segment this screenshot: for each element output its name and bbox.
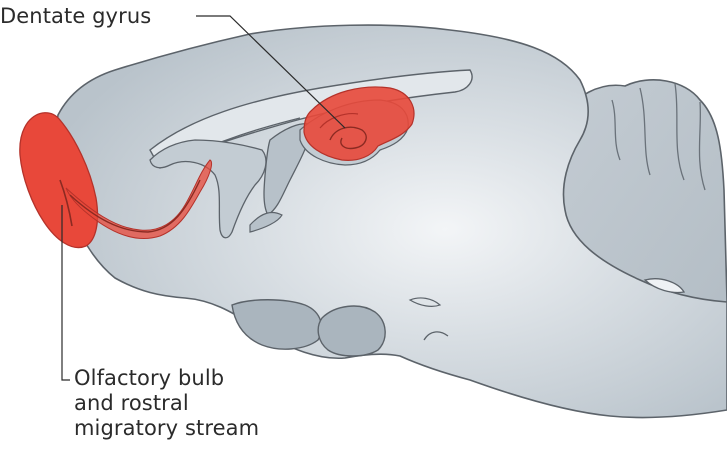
- ventral-lobe-left: [232, 300, 322, 349]
- olfactory-label-line-1: Olfactory bulb: [74, 366, 259, 391]
- ventral-lobe-right: [318, 306, 385, 356]
- olfactory-label-line-3: migratory stream: [74, 416, 259, 441]
- dentate-gyrus-label: Dentate gyrus: [0, 4, 151, 29]
- olfactory-label-line-2: and rostral: [74, 391, 259, 416]
- olfactory-bulb-label: Olfactory bulb and rostral migratory str…: [74, 366, 259, 441]
